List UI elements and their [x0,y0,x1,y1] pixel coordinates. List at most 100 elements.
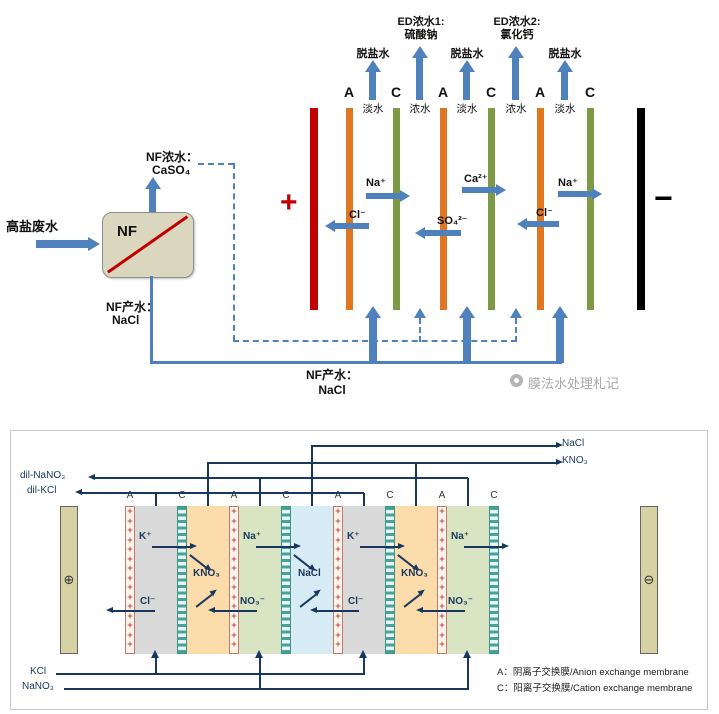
kno3-riser-2 [415,463,417,506]
ion-arrow-na1 [366,193,400,199]
bottom-membrane-c4 [489,506,499,654]
ed-concentrate-1-salt: 硫酸钠 [404,29,438,41]
bottom-membrane-c2 [281,506,291,654]
ion-label-ca: Ca²⁺ [464,173,488,185]
desal-arrow-2 [463,72,470,100]
ion-label-cl2: Cl⁻ [536,207,553,219]
kcl-feed-line [56,673,365,675]
ed-concentrate-1-arrow-head-icon [412,46,428,58]
nf-product-side-label-line1: NF产水： [106,300,158,314]
kno3-riser-1 [207,463,209,506]
stack-feed-arrow-2 [463,318,471,363]
nf-product-line-vertical [150,276,153,364]
kcl-feed-arrow-2-head-icon [359,650,367,658]
nf-product-side-label-line2: NaCl [112,313,140,327]
ion-arrow-na1-head-icon [400,190,410,202]
ion-k1-arrow [152,543,197,549]
dil-nano3-line [95,477,468,479]
bottom-membrane-letter: C [282,490,290,501]
ed-concentrate-2-arrow [512,58,519,100]
nf-concentrate-label-line2: CaSO₄ [152,163,191,177]
nacl-output-label: NaCl [562,438,585,449]
bottom-membrane-a3 [333,506,343,654]
cathode-minus-label: − [654,180,673,216]
ion-arrow-so4-head-icon [415,227,425,239]
ion-k2-arrow [360,543,405,549]
dil-nano3-arrow-head-icon [88,474,95,480]
ion-arrow-na2 [558,191,592,197]
ed-concentrate-2-title: ED浓水2: [493,16,541,28]
ion-na2-arrow [464,543,509,549]
bottom-membrane-a1 [125,506,135,654]
nacl-output-arrow-head-icon [556,442,563,448]
membrane-letter: A [343,84,355,100]
membrane-letter: A [437,84,449,100]
feed-arrow [36,240,88,248]
dil-nano3-riser-2 [467,478,469,506]
bottom-membrane-c3 [385,506,395,654]
cell-label: 浓水 [409,103,431,115]
bottom-membrane-letter: C [178,490,186,501]
bottom-membrane-letter: A [126,490,134,501]
membrane-letter: C [584,84,596,100]
salt-kno3-1: KNO₃ [193,568,220,579]
anode-plus-label: + [280,186,298,219]
dil-kcl-riser-1 [155,493,157,506]
nano3-feed-riser-2 [467,658,469,689]
nacl-riser [311,446,313,506]
desal-arrow-3-head-icon [557,60,573,72]
compartment-kcl-2 [343,506,385,654]
ion-na2: Na⁺ [451,531,470,542]
desal-arrow-1-head-icon [365,60,381,72]
dashed-riser1-arrow-head-icon [414,308,426,318]
cell-label: 淡水 [456,103,478,115]
ion-na1-arrow [256,543,301,549]
dil-kcl-riser-2 [363,493,365,506]
membrane-a2-bar [440,108,447,310]
ion-label-na1: Na⁺ [366,177,386,189]
ed-concentrate-1-title: ED浓水1: [397,16,445,28]
stack-feed-arrow-1 [369,318,377,363]
membrane-letter: C [390,84,402,100]
left-electrode-symbol: ⊕ [63,572,75,587]
bottom-membrane-a4 [437,506,447,654]
nf-product-bottom-label: NF产水： NaCl [296,368,368,398]
ion-no3-2-arrow [416,607,465,613]
desal-water-label-2: 脱盐水 [450,48,484,60]
cathode-bar [637,108,645,310]
ion-cl2-arrow [310,607,359,613]
nf-concentrate-arrow-head-icon [145,177,161,189]
ion-arrow-cl2-head-icon [517,218,527,230]
membrane-letter: C [485,84,497,100]
kno3-output-label: KNO₃ [562,455,588,466]
feed-water-label: 高盐废水 [6,219,59,234]
desal-water-label-3: 脱盐水 [548,48,582,60]
ion-arrow-ca [462,187,496,193]
anode-bar [310,108,318,310]
nf-concentrate-dashed-riser2 [515,318,517,342]
desal-arrow-3 [561,72,568,100]
nano3-feed-riser-1 [259,658,261,689]
nf-concentrate-dashed-riser1 [419,318,421,342]
ion-k2: K⁺ [347,531,360,542]
dil-kcl-label: dil-KCl [27,485,57,496]
kno3-output-arrow-head-icon [556,459,563,465]
bottom-membrane-letter: A [334,490,342,501]
dil-nano3-label: dil-NaNO₃ [20,470,66,481]
cell-label: 淡水 [362,103,384,115]
ion-arrow-ca-head-icon [496,184,506,196]
nacl-output-line [311,445,556,447]
ion-k1: K⁺ [139,531,152,542]
ion-label-so4: SO₄²⁻ [437,215,468,227]
nf-concentrate-dashed-v [233,163,235,341]
membrane-letter: A [534,84,546,100]
ion-label-na2: Na⁺ [558,177,578,189]
ed-concentrate-2-label: ED浓水2: 氯化钙 [488,16,546,42]
ion-no3-2: NO₃⁻ [448,596,473,607]
kcl-feed-label: KCl [30,666,47,677]
ed-concentrate-2-salt: 氯化钙 [500,29,534,41]
nf-concentrate-label-line1: NF浓水： [146,150,198,164]
nano3-feed-arrow-2-head-icon [463,650,471,658]
ion-arrow-so4 [425,230,461,236]
kno3-output-line [207,462,556,464]
